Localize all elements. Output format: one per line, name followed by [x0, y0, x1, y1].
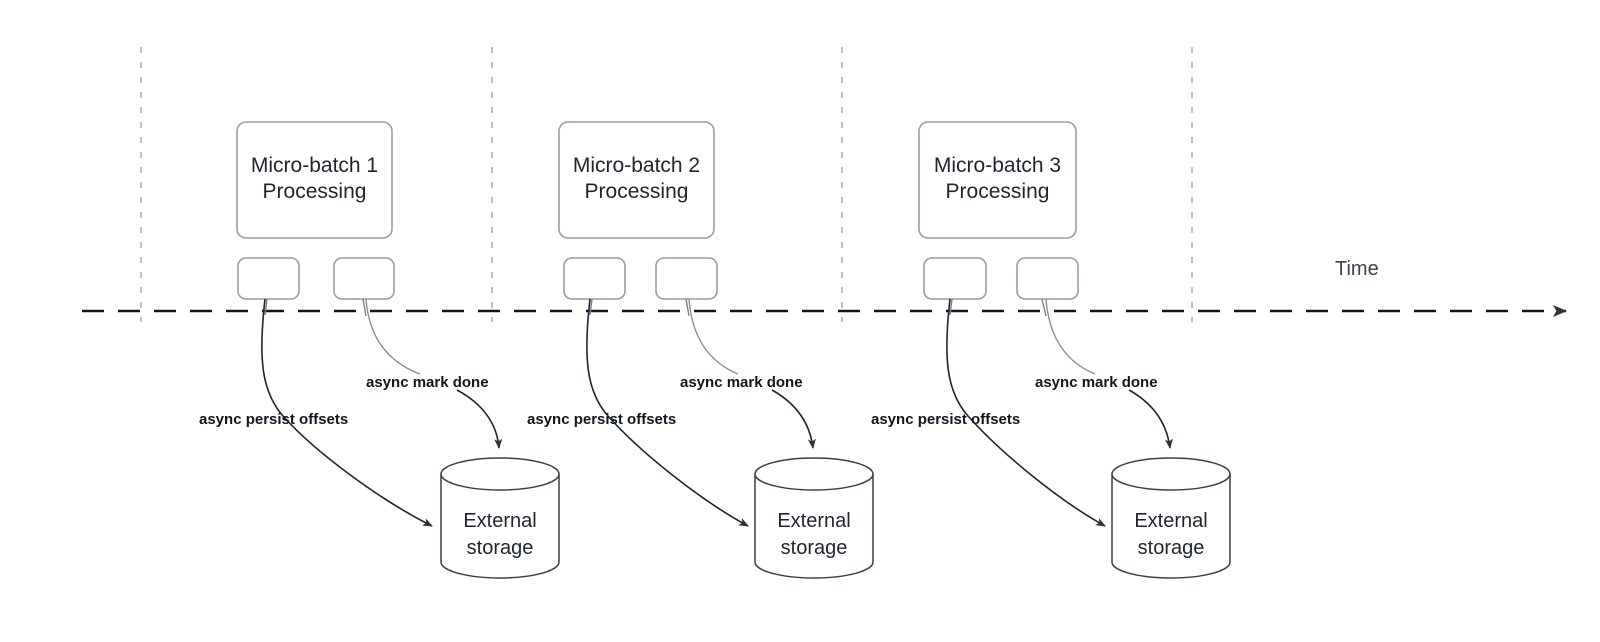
micro-batch-3-persist-task-box[interactable] — [923, 257, 987, 300]
edge-async-mark-done-1-a — [365, 298, 421, 375]
time-axis: Time — [82, 258, 1567, 317]
micro-batch-2-label-line1: Micro-batch 2 — [573, 154, 700, 177]
edge-label-async-persist-offsets-1: async persist offsets — [199, 411, 348, 428]
edge-async-persist-offsets-3 — [946, 298, 1106, 527]
edge-async-persist-offsets-1 — [261, 298, 433, 527]
micro-batch-2-mark-task-box[interactable] — [655, 257, 718, 300]
batch-group-1: Micro-batch 1 Processing async persist o… — [199, 121, 560, 579]
edge-async-persist-offsets-2 — [586, 298, 749, 527]
micro-batch-2-mark-stem — [685, 298, 690, 317]
edge-async-mark-done-3-b — [1128, 389, 1173, 449]
edge-label-async-mark-done-1: async mark done — [366, 374, 489, 391]
micro-batch-2-box[interactable] — [558, 121, 715, 239]
micro-batch-3-label-line1: Micro-batch 3 — [934, 154, 1061, 177]
batch-group-2: Micro-batch 2 Processing async persist o… — [527, 121, 874, 579]
external-storage-1-label-line2: storage — [467, 537, 534, 559]
micro-batch-1-label-line1: Micro-batch 1 — [251, 154, 378, 177]
external-storage-3-body — [1111, 474, 1231, 579]
micro-batch-2-persist-task-box[interactable] — [563, 257, 626, 300]
external-storage-2-label-line1: External — [777, 510, 850, 532]
micro-batch-2-persist-stem — [589, 298, 593, 316]
micro-batch-1-label-line2: Processing — [263, 180, 367, 203]
edge-async-mark-done-2-b — [771, 389, 816, 449]
micro-batch-1-persist-task-box[interactable] — [237, 257, 300, 300]
micro-batch-1-persist-stem — [264, 298, 268, 316]
external-storage-1-top — [440, 457, 560, 491]
micro-batch-2-label-line2: Processing — [585, 180, 689, 203]
time-axis-label: Time — [1335, 258, 1379, 280]
micro-batch-1-mark-stem — [362, 298, 367, 317]
edge-async-mark-done-2-a — [688, 298, 739, 375]
micro-batch-3-persist-stem — [949, 298, 953, 316]
edge-async-mark-done-1-b — [456, 389, 503, 449]
micro-batch-1-box[interactable] — [236, 121, 393, 239]
external-storage-3-label-line1: External — [1134, 510, 1207, 532]
edge-async-mark-done-3-a — [1045, 298, 1096, 375]
external-storage-3-label-line2: storage — [1138, 537, 1205, 559]
external-storage-3-top — [1111, 457, 1231, 491]
external-storage-1-body — [440, 474, 560, 579]
external-storage-2[interactable]: External storage — [754, 457, 874, 579]
micro-batch-3-label-line2: Processing — [946, 180, 1050, 203]
external-storage-2-top — [754, 457, 874, 491]
external-storage-3[interactable]: External storage — [1111, 457, 1231, 579]
micro-batch-3-box[interactable] — [918, 121, 1077, 239]
batch-group-3: Micro-batch 3 Processing async persist o… — [871, 121, 1231, 579]
edge-label-async-mark-done-3: async mark done — [1035, 374, 1158, 391]
external-storage-2-label-line2: storage — [781, 537, 848, 559]
edge-label-async-mark-done-2: async mark done — [680, 374, 803, 391]
external-storage-1[interactable]: External storage — [440, 457, 560, 579]
edge-label-async-persist-offsets-3: async persist offsets — [871, 411, 1020, 428]
batch-boundary-lifelines — [140, 47, 1193, 322]
micro-batch-3-mark-stem — [1041, 298, 1047, 317]
micro-batch-3-mark-task-box[interactable] — [1016, 257, 1079, 300]
external-storage-1-label-line1: External — [463, 510, 536, 532]
micro-batch-1-mark-task-box[interactable] — [333, 257, 395, 300]
edge-label-async-persist-offsets-2: async persist offsets — [527, 411, 676, 428]
external-storage-2-body — [754, 474, 874, 579]
